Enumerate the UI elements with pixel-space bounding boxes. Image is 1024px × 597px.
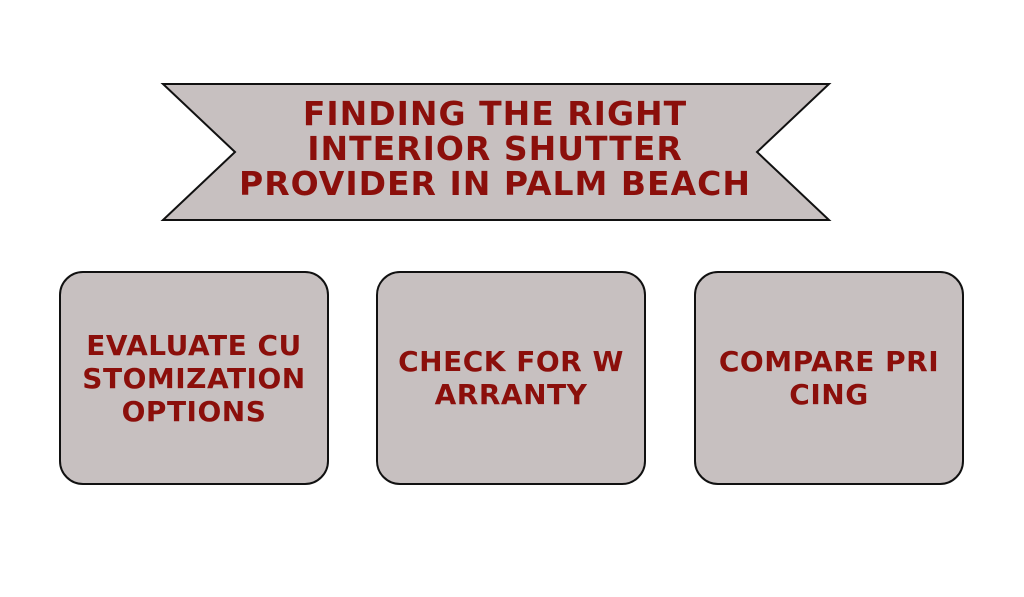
box-evaluate-customization: EVALUATE CUSTOMIZATION OPTIONS (59, 271, 329, 485)
box-label: EVALUATE CUSTOMIZATION OPTIONS (82, 328, 306, 428)
box-label: CHECK FOR WARRANTY (398, 345, 624, 411)
banner-title: FINDING THE RIGHT INTERIOR SHUTTER PROVI… (239, 94, 751, 203)
box-check-warranty: CHECK FOR WARRANTY (376, 271, 646, 485)
banner-ribbon-shape (160, 83, 832, 221)
box-compare-pricing: COMPARE PRICING (694, 271, 964, 485)
box-label: COMPARE PRICING (718, 345, 940, 411)
